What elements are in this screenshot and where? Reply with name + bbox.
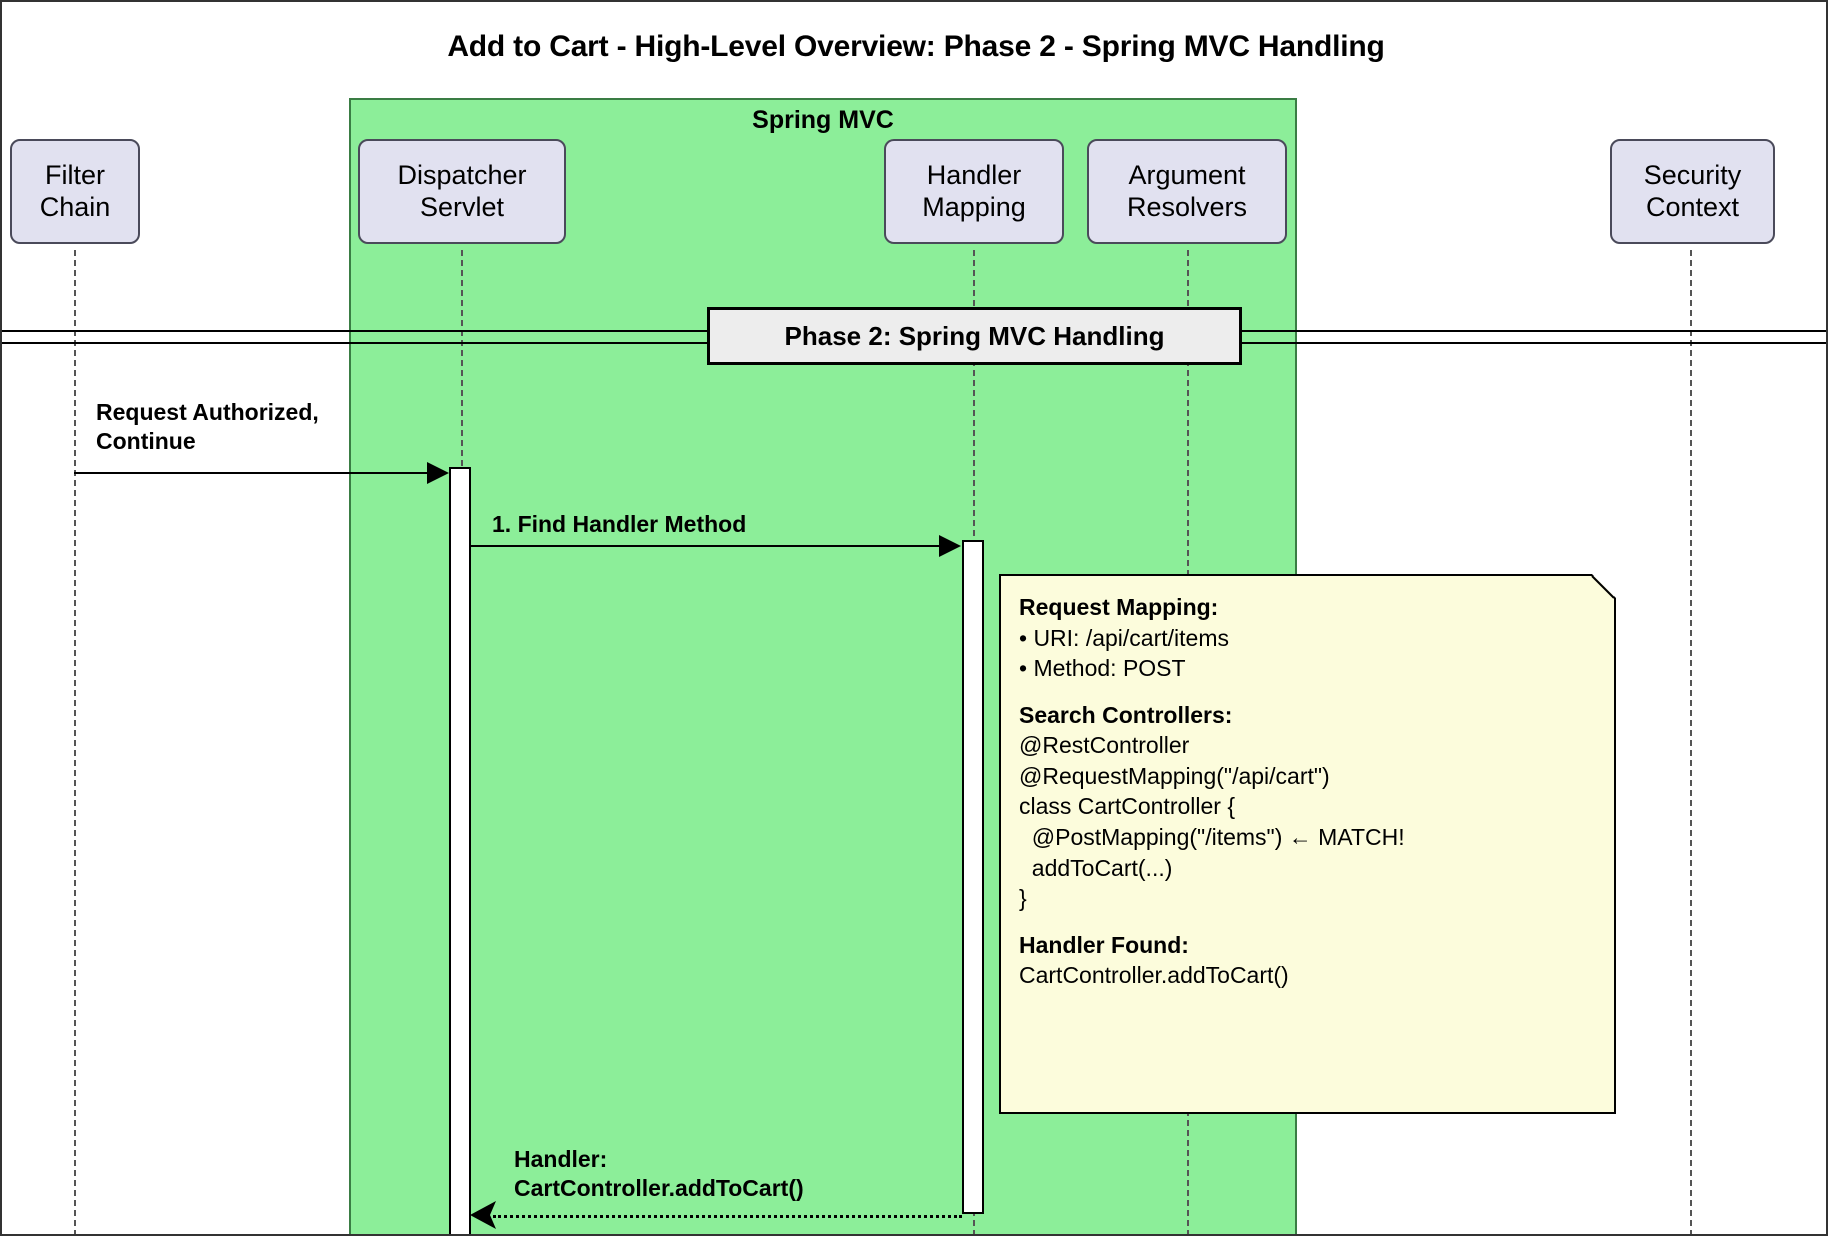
message-line-handler-returned: [493, 1215, 962, 1218]
note-line: Request Mapping:: [1019, 594, 1219, 620]
note-line-spacer: [1019, 684, 1596, 700]
lifeline-security-context: [1690, 250, 1692, 1234]
lifeline-filter-chain: [74, 250, 76, 1234]
participant-argument-resolvers[interactable]: Argument Resolvers: [1087, 139, 1287, 244]
phase-divider-label-box: Phase 2: Spring MVC Handling: [707, 307, 1242, 365]
participant-security-context-line1: Security: [1643, 160, 1742, 191]
participant-filter-chain-line2: Chain: [39, 191, 111, 222]
participant-security-context-line2: Context: [1645, 191, 1740, 222]
message-label-handler-returned: Handler: CartController.addToCart(): [514, 1146, 804, 1201]
note-line: addToCart(...): [1019, 854, 1173, 881]
participant-dispatcher-servlet-line2: Servlet: [419, 191, 505, 222]
note-request-mapping: Request Mapping: • URI: /api/cart/items • …: [999, 574, 1616, 1114]
note-body: Request Mapping: • URI: /api/cart/items • …: [1019, 592, 1596, 991]
participant-handler-mapping[interactable]: Handler Mapping: [884, 139, 1064, 244]
note-line: • URI: /api/cart/items: [1019, 624, 1229, 651]
activation-dispatcher-servlet: [449, 467, 471, 1234]
page-title: Add to Cart - High-Level Overview: Phase…: [447, 30, 1385, 63]
message-arrowhead-request-authorized: [427, 462, 449, 484]
note-fold-corner: [1592, 574, 1616, 598]
participant-dispatcher-servlet[interactable]: Dispatcher Servlet: [358, 139, 566, 244]
message-line-find-handler-method: [471, 545, 939, 547]
participant-argument-resolvers-line1: Argument: [1128, 160, 1246, 191]
note-line: @RestController: [1019, 732, 1190, 759]
participant-dispatcher-servlet-line1: Dispatcher: [397, 160, 527, 191]
note-line: @PostMapping("/items") ← MATCH!: [1019, 824, 1405, 851]
participant-argument-resolvers-line2: Resolvers: [1126, 191, 1248, 222]
note-line-spacer: [1019, 914, 1596, 930]
participant-filter-chain-line1: Filter: [45, 160, 105, 191]
message-arrowhead-handler-returned: [468, 1199, 498, 1231]
participant-handler-mapping-line2: Mapping: [922, 191, 1026, 222]
participant-handler-mapping-line1: Handler: [926, 160, 1022, 191]
message-label-find-handler-method: 1. Find Handler Method: [492, 511, 747, 537]
message-line-request-authorized: [74, 472, 427, 474]
message-arrowhead-find-handler-method: [939, 535, 961, 557]
note-line: CartController.addToCart(): [1019, 962, 1289, 989]
activation-handler-mapping: [962, 540, 984, 1214]
participant-security-context[interactable]: Security Context: [1610, 139, 1775, 244]
note-line: }: [1019, 885, 1027, 912]
message-label-request-authorized: Request Authorized, Continue: [96, 399, 319, 454]
note-line: class CartController {: [1019, 793, 1236, 820]
group-label: Spring MVC: [752, 106, 894, 134]
note-line: • Method: POST: [1019, 655, 1186, 682]
phase-divider-label: Phase 2: Spring MVC Handling: [784, 320, 1165, 351]
note-line: Search Controllers:: [1019, 701, 1233, 728]
note-line: Handler Found:: [1019, 931, 1189, 958]
participant-filter-chain[interactable]: Filter Chain: [10, 139, 140, 244]
note-line: @RequestMapping("/api/cart"): [1019, 762, 1330, 789]
